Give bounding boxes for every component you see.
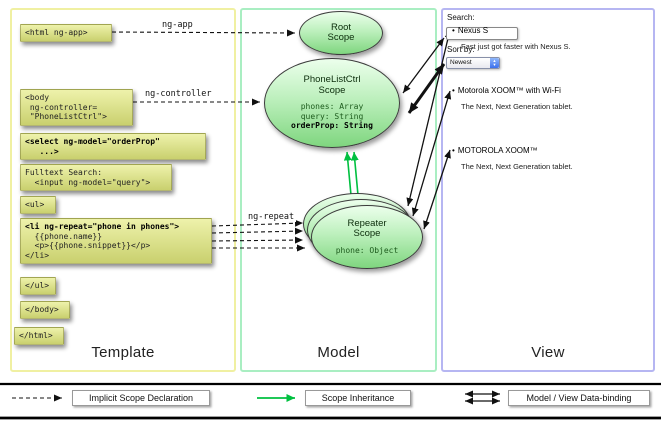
model-column-title: Model	[317, 344, 360, 361]
phone-list-item: •Motorola XOOM™ with Wi-Fi The Next, Nex…	[452, 80, 650, 111]
dropdown-stepper-icon: ▲▼	[490, 58, 499, 68]
code-line: </ul>	[25, 281, 50, 290]
phone-snippet: The Next, Next Generation tablet.	[461, 162, 573, 171]
root-scope-ellipse: Root Scope	[299, 11, 383, 55]
phone-list-item: •Nexus S Fast just got faster with Nexus…	[452, 20, 650, 51]
phone-name: MOTOROLA XOOM™	[457, 146, 538, 155]
stepper-down-icon: ▼	[492, 62, 497, 67]
sort-dropdown-value: Newest	[450, 59, 472, 66]
code-html-close: </html>	[14, 327, 64, 345]
bullet-icon: •	[452, 146, 455, 155]
phone-snippet: The Next, Next Generation tablet.	[461, 102, 573, 111]
code-line: <li ng-repeat="phone in phones">	[25, 222, 180, 231]
code-body-ng-controller: <body ng-controller= "PhoneListCtrl">	[20, 89, 133, 126]
legend-scope-inheritance: Scope Inheritance	[305, 390, 411, 406]
ng-repeat-label: ng-repeat	[246, 212, 297, 222]
search-label: Search:	[447, 13, 475, 22]
sort-dropdown[interactable]: Newest ▲▼	[446, 57, 500, 69]
ng-controller-label: ng-controller	[143, 89, 214, 99]
code-ul-close: </ul>	[20, 277, 56, 295]
repeater-scope-ellipse: Repeater Scope phone: Object	[311, 205, 423, 269]
code-line: Fulltext Search: <input ng-model="query"…	[25, 168, 151, 187]
phonelistctrl-scope-orderprop: orderProp: String	[291, 121, 373, 130]
phone-list-item: •MOTOROLA XOOM™ The Next, Next Generatio…	[452, 140, 650, 171]
stepper-up-icon: ▲	[492, 58, 497, 63]
sort-by-label: Sort by:	[447, 45, 475, 54]
search-input[interactable]	[446, 27, 518, 40]
ng-app-label: ng-app	[160, 20, 195, 30]
template-column-title: Template	[91, 344, 155, 361]
phone-name: Motorola XOOM™ with Wi-Fi	[457, 86, 561, 95]
root-scope-title: Root Scope	[327, 21, 355, 43]
phone-name: Nexus S	[457, 26, 489, 35]
code-line: {{phone.name}} <p>{{phone.snippet}}</p> …	[25, 231, 151, 260]
phone-snippet: Fast just got faster with Nexus S.	[461, 42, 571, 51]
code-html-ng-app: <html ng-app>	[20, 24, 112, 42]
code-ul-open: <ul>	[20, 196, 56, 214]
code-line: </html>	[19, 331, 53, 340]
bullet-icon: •	[452, 86, 455, 95]
legend-implicit-scope-declaration: Implicit Scope Declaration	[72, 390, 210, 406]
phonelistctrl-scope-props: phones: Array query: String	[300, 102, 364, 121]
phonelistctrl-scope-ellipse: PhoneListCtrl Scope phones: Array query:…	[264, 58, 400, 148]
repeater-scope-title: Repeater Scope	[347, 217, 387, 240]
bullet-icon: •	[452, 26, 455, 35]
repeater-scope-props: phone: Object	[335, 245, 399, 255]
view-column-title: View	[531, 344, 565, 361]
code-line: </body>	[25, 305, 59, 314]
legend-model-view-data-binding: Model / View Data-binding	[508, 390, 650, 406]
code-line: <select ng-model="orderProp" ...>	[25, 137, 160, 156]
code-li-ng-repeat: <li ng-repeat="phone in phones"> {{phone…	[20, 218, 212, 264]
code-select-ng-model: <select ng-model="orderProp" ...>	[20, 133, 206, 160]
phonelistctrl-scope-title: PhoneListCtrl Scope	[303, 74, 361, 96]
code-line: <ul>	[25, 200, 45, 209]
code-line: <body ng-controller= "PhoneListCtrl">	[25, 93, 107, 121]
code-body-close: </body>	[20, 301, 70, 319]
code-fulltext-search: Fulltext Search: <input ng-model="query"…	[20, 164, 172, 191]
code-line: <html ng-app>	[25, 28, 88, 37]
